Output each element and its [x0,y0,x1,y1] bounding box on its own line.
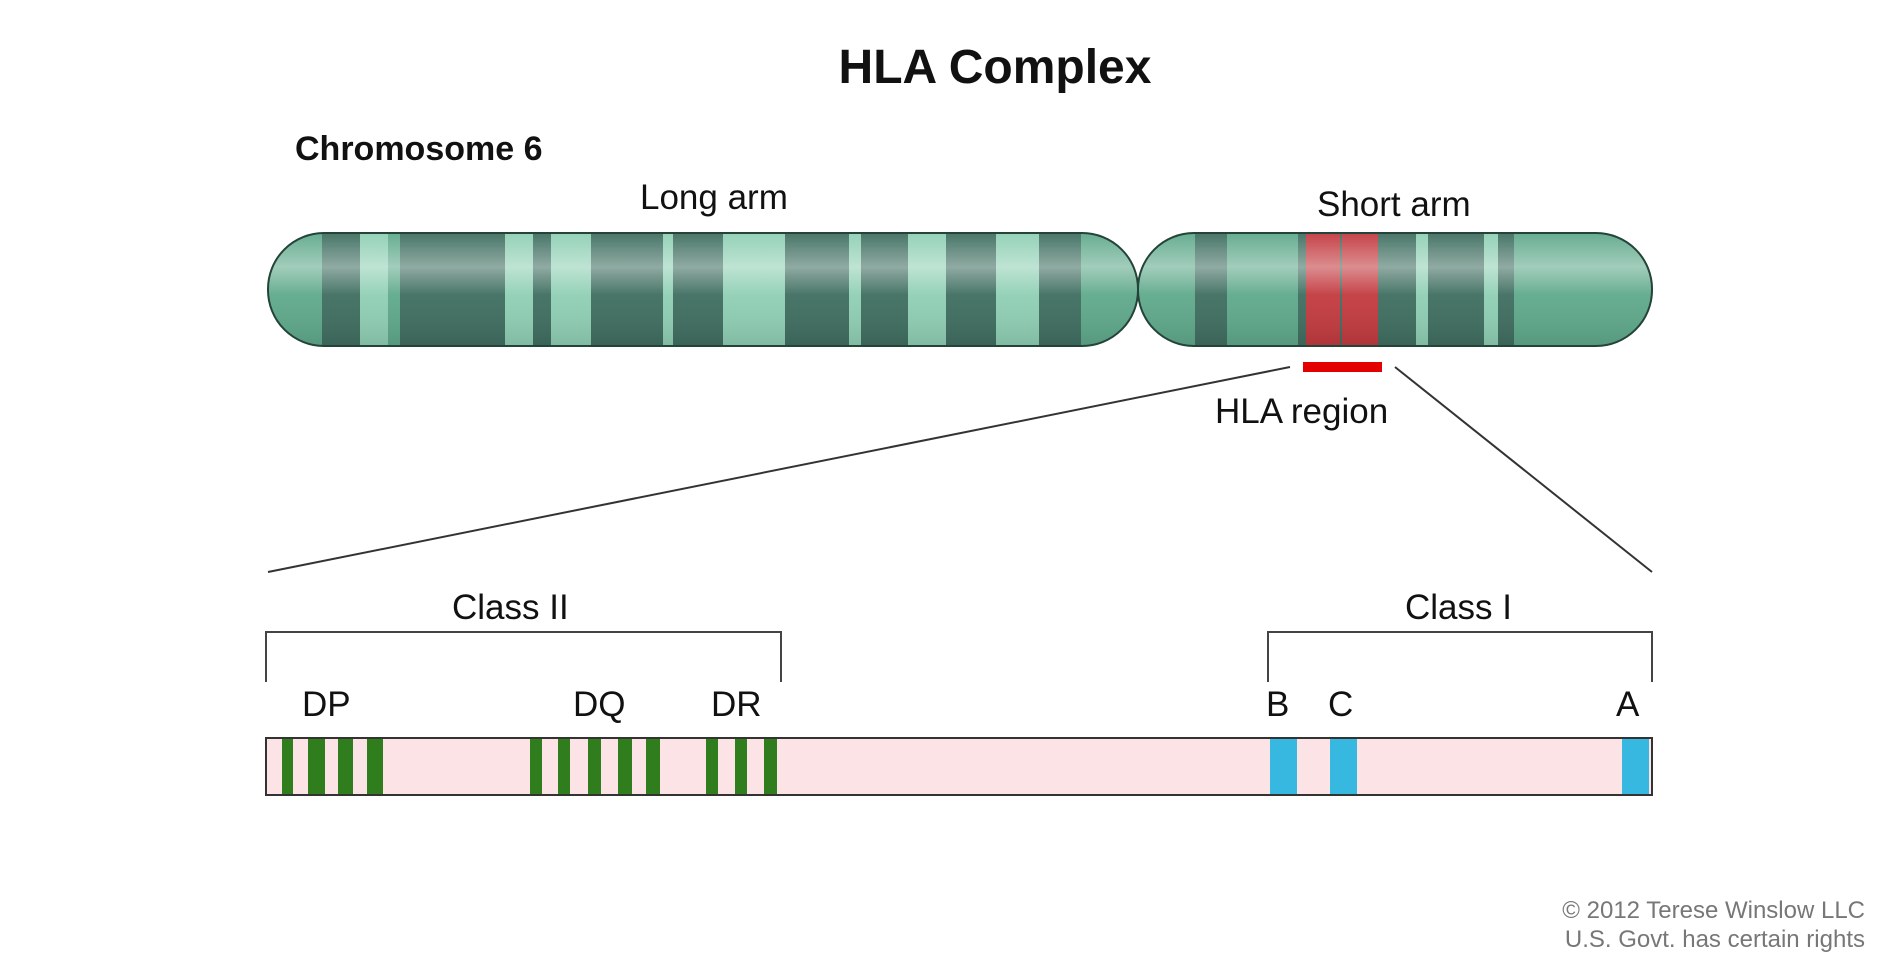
gene-band-a [1622,739,1649,794]
gene-band-dq [618,739,632,794]
copyright-notice: © 2012 Terese Winslow LLC U.S. Govt. has… [1562,896,1865,954]
class-ii-bracket [265,631,782,682]
short-arm [1137,232,1653,347]
short-arm-label: Short arm [1317,185,1471,224]
gene-label-dr: DR [711,685,762,724]
gene-band-dp [367,739,383,794]
zoom-line-left [267,366,1291,573]
gene-band-dq [588,739,601,794]
gene-label-dp: DP [302,685,351,724]
gene-band-dq [646,739,660,794]
gene-band-c [1330,739,1357,794]
gene-label-dq: DQ [573,685,626,724]
page-title: HLA Complex [838,41,1152,94]
chromosome-name: Chromosome 6 [295,130,543,168]
gene-band-dr [764,739,777,794]
long-arm [267,232,1139,347]
hla-region-label: HLA region [1215,392,1389,431]
gene-band-dp [338,739,353,794]
zoom-line-right [1394,366,1653,573]
gene-band-dq [558,739,570,794]
gene-label-c: C [1328,685,1354,724]
gene-band-dq [530,739,542,794]
gene-band-dp [282,739,293,794]
gene-band-dp [308,739,325,794]
copyright-line-2: U.S. Govt. has certain rights [1564,926,1865,953]
hla-region-marker [1303,362,1382,372]
copyright-line-1: © 2012 Terese Winslow LLC [1562,897,1865,924]
hla-gene-bar [265,737,1653,796]
gene-band-dr [706,739,718,794]
class-ii-label: Class II [452,588,569,627]
long-arm-label: Long arm [640,178,788,217]
gene-band-dr [735,739,747,794]
gene-band-b [1270,739,1297,794]
class-i-label: Class I [1405,588,1512,627]
gene-label-b: B [1266,685,1290,724]
class-i-bracket [1267,631,1653,682]
gene-label-a: A [1616,685,1640,724]
